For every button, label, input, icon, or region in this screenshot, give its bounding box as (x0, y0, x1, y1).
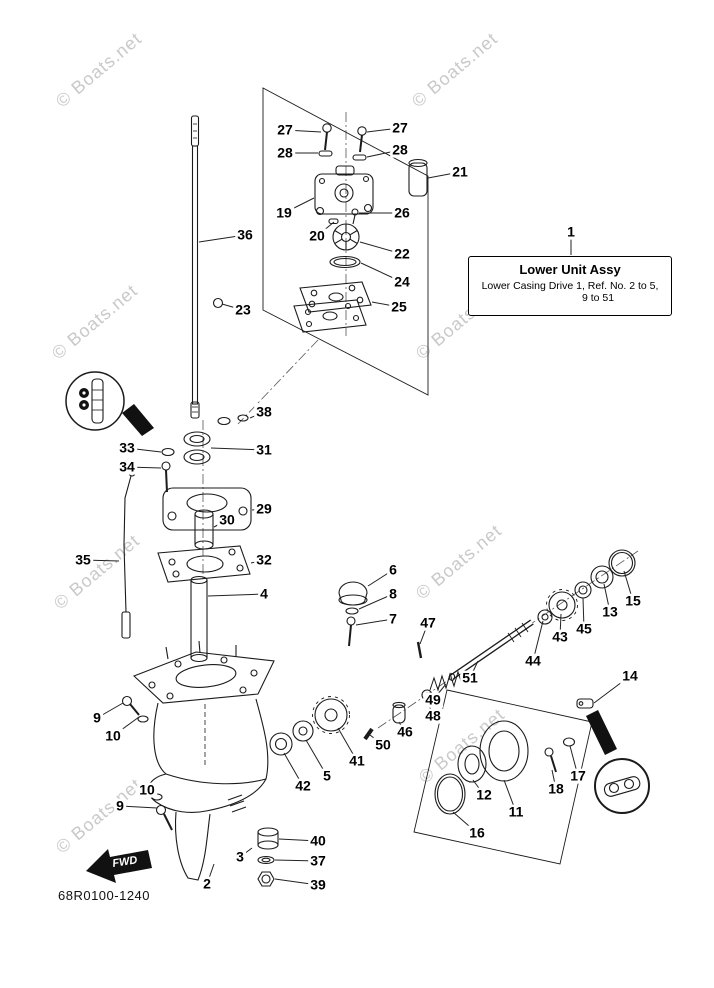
part-number-label: 41 (347, 752, 367, 769)
part-number-label: 36 (235, 226, 255, 243)
part-number-label: 48 (423, 707, 443, 724)
mount-bolt-drawings (121, 695, 173, 831)
part-number-label: 1 (565, 223, 577, 240)
part-number-label: 31 (254, 441, 274, 458)
part-number-label: 49 (423, 691, 443, 708)
part-number-label: 22 (392, 245, 412, 262)
part-number-label: 14 (620, 667, 640, 684)
dowel-tube-drawing (190, 575, 208, 663)
diagram-code: 68R0100-1240 (58, 888, 151, 903)
cap-and-bolt-drawing (338, 581, 368, 647)
part-number-label: 17 (568, 767, 588, 784)
part-number-label: 9 (91, 709, 103, 726)
exploded-group-boundary (262, 87, 429, 396)
part-number-label: 30 (217, 511, 237, 528)
water-pump-assembly-drawing (293, 123, 428, 333)
fwd-arrow: FWD (86, 849, 152, 883)
part-number-label: 32 (254, 551, 274, 568)
drive-shaft-drawing (190, 115, 224, 419)
part-number-label: 2 (201, 875, 213, 892)
part-number-label: 27 (390, 119, 410, 136)
shaft-clip-detail-circle (65, 371, 154, 436)
part-number-label: 4 (258, 585, 270, 602)
part-number-label: 7 (387, 610, 399, 627)
detail-arrow (122, 404, 154, 436)
part-number-label: 20 (307, 227, 327, 244)
assembly-title: Lower Unit Assy (519, 262, 621, 277)
part-number-label: 11 (506, 803, 526, 820)
part-number-label: 43 (550, 628, 570, 645)
part-number-label: 18 (546, 780, 566, 797)
part-number-label: 16 (467, 824, 487, 841)
part-number-label: 12 (474, 786, 494, 803)
part-number-label: 42 (293, 777, 313, 794)
bearing-carrier-drawing (434, 698, 650, 815)
part-number-label: 35 (73, 551, 93, 568)
anode-drawing (257, 827, 279, 887)
part-number-label: 24 (392, 273, 412, 290)
part-number-label: 46 (395, 723, 415, 740)
assembly-subtitle: Lower Casing Drive 1, Ref. No. 2 to 5, (481, 280, 659, 292)
part-number-label: 28 (275, 144, 295, 161)
part-number-label: 28 (390, 141, 410, 158)
part-number-label: 6 (387, 561, 399, 578)
part-number-label: 47 (418, 614, 438, 631)
assembly-title-box: Lower Unit Assy Lower Casing Drive 1, Re… (468, 256, 672, 316)
part-number-label: 34 (117, 458, 137, 475)
part-number-label: 10 (137, 781, 157, 798)
lower-casing-drawing (132, 640, 275, 881)
part-number-label: 23 (233, 301, 253, 318)
part-number-label: 8 (387, 585, 399, 602)
part-number-label: 40 (308, 832, 328, 849)
clip-detail-circle (594, 758, 650, 814)
prop-shaft-drawing (363, 619, 534, 741)
part-number-label: 10 (103, 727, 123, 744)
part-number-label: 44 (523, 652, 543, 669)
part-number-label: 27 (275, 121, 295, 138)
detail-arrow (586, 710, 617, 755)
part-number-label: 51 (460, 669, 480, 686)
part-number-label: 38 (254, 403, 274, 420)
part-number-label: 9 (114, 797, 126, 814)
part-number-label: 26 (392, 204, 412, 221)
assembly-subtitle-range: 9 to 51 (581, 292, 615, 304)
part-number-label: 13 (600, 603, 620, 620)
part-number-label: 45 (574, 620, 594, 637)
part-number-label: 29 (254, 500, 274, 517)
part-number-label: 5 (321, 767, 333, 784)
part-number-label: 33 (117, 439, 137, 456)
gear-set-drawing (269, 549, 636, 756)
part-number-label: 50 (373, 736, 393, 753)
part-number-label: 37 (308, 852, 328, 869)
part-number-label: 3 (234, 848, 246, 865)
part-number-label: 21 (450, 163, 470, 180)
part-number-label: 25 (389, 298, 409, 315)
part-number-label: 39 (308, 876, 328, 893)
carrier-group-boundary (413, 689, 593, 865)
part-number-label: 15 (623, 592, 643, 609)
part-number-label: 19 (274, 204, 294, 221)
fwd-arrow-label: FWD (112, 854, 139, 870)
bearing-housing-drawing (157, 414, 252, 583)
